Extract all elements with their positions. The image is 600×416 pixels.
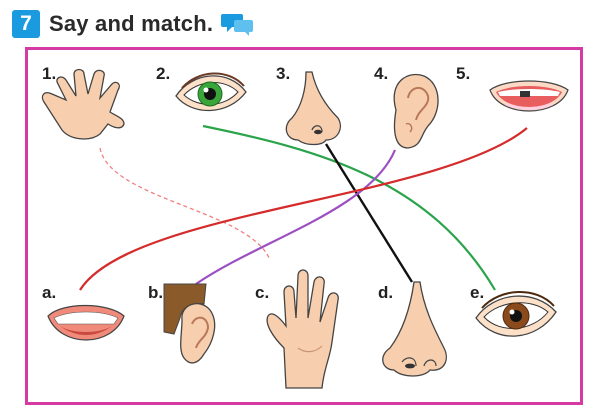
match-line-1-c[interactable] — [99, 147, 271, 261]
mouth-icon-a[interactable] — [47, 304, 125, 341]
green-eye-icon[interactable] — [175, 72, 247, 112]
exercise-title: Say and match. — [49, 11, 214, 36]
mouth-icon[interactable] — [489, 80, 569, 112]
ear-icon[interactable] — [393, 73, 439, 149]
exercise-header: 7 Say and match. — [12, 8, 255, 40]
bottom-label-a: a. — [42, 283, 57, 302]
nose-icon[interactable] — [285, 71, 341, 146]
brown-eye-icon[interactable] — [475, 291, 557, 337]
speech-bubbles-icon — [221, 14, 254, 36]
match-line-3-d[interactable] — [324, 143, 414, 283]
top-label-3: 3. — [276, 64, 291, 83]
exercise-frame — [25, 47, 583, 405]
top-label-2: 2. — [156, 64, 171, 83]
hand-icon[interactable] — [41, 68, 125, 140]
match-line-4-b[interactable] — [195, 149, 397, 285]
top-label-5: 5. — [456, 64, 471, 83]
hand-icon-c[interactable] — [266, 269, 339, 389]
match-line-2-e[interactable] — [202, 124, 496, 291]
top-label-4: 4. — [374, 64, 389, 83]
top-label-1: 1. — [42, 64, 57, 83]
nose-icon-d[interactable] — [382, 281, 447, 377]
bottom-label-e: e. — [470, 283, 485, 302]
exercise-number-badge: 7 — [12, 10, 40, 38]
bottom-label-b: b. — [148, 283, 164, 302]
match-line-5-a[interactable] — [79, 127, 528, 291]
ear-icon-b[interactable] — [163, 283, 216, 364]
match-lines — [79, 124, 528, 291]
bottom-label-d: d. — [378, 283, 394, 302]
bottom-label-c: c. — [255, 283, 270, 302]
